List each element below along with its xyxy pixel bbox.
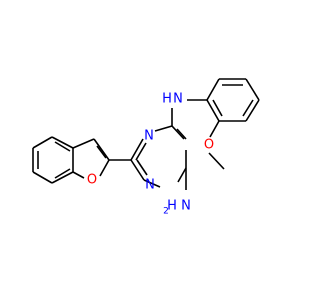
nh-hydrogen-label-left: H [162,92,172,107]
amine-hydrogen-label: H [167,199,177,214]
methoxy-methyl-bond [208,152,225,170]
methoxyphenyl-ring [206,78,260,122]
amine-subscript-label: 2 [163,207,169,217]
furan-ring [72,138,110,179]
molecule-structure: N H H N N N N O O H N 2 [32,78,260,217]
methoxy-oxygen-label: O [204,138,214,153]
triazine-n-bottom: N [145,178,155,193]
triazine-ring [130,125,187,188]
triazine-n-top: N [144,129,154,144]
ring-methoxy-bond [209,120,220,138]
furan-oxygen-label: O [87,173,97,188]
nh-nitrogen-label: N [173,92,183,107]
benzofuran-benzene-ring [32,136,74,184]
amine-nitrogen-label: N [181,199,191,214]
